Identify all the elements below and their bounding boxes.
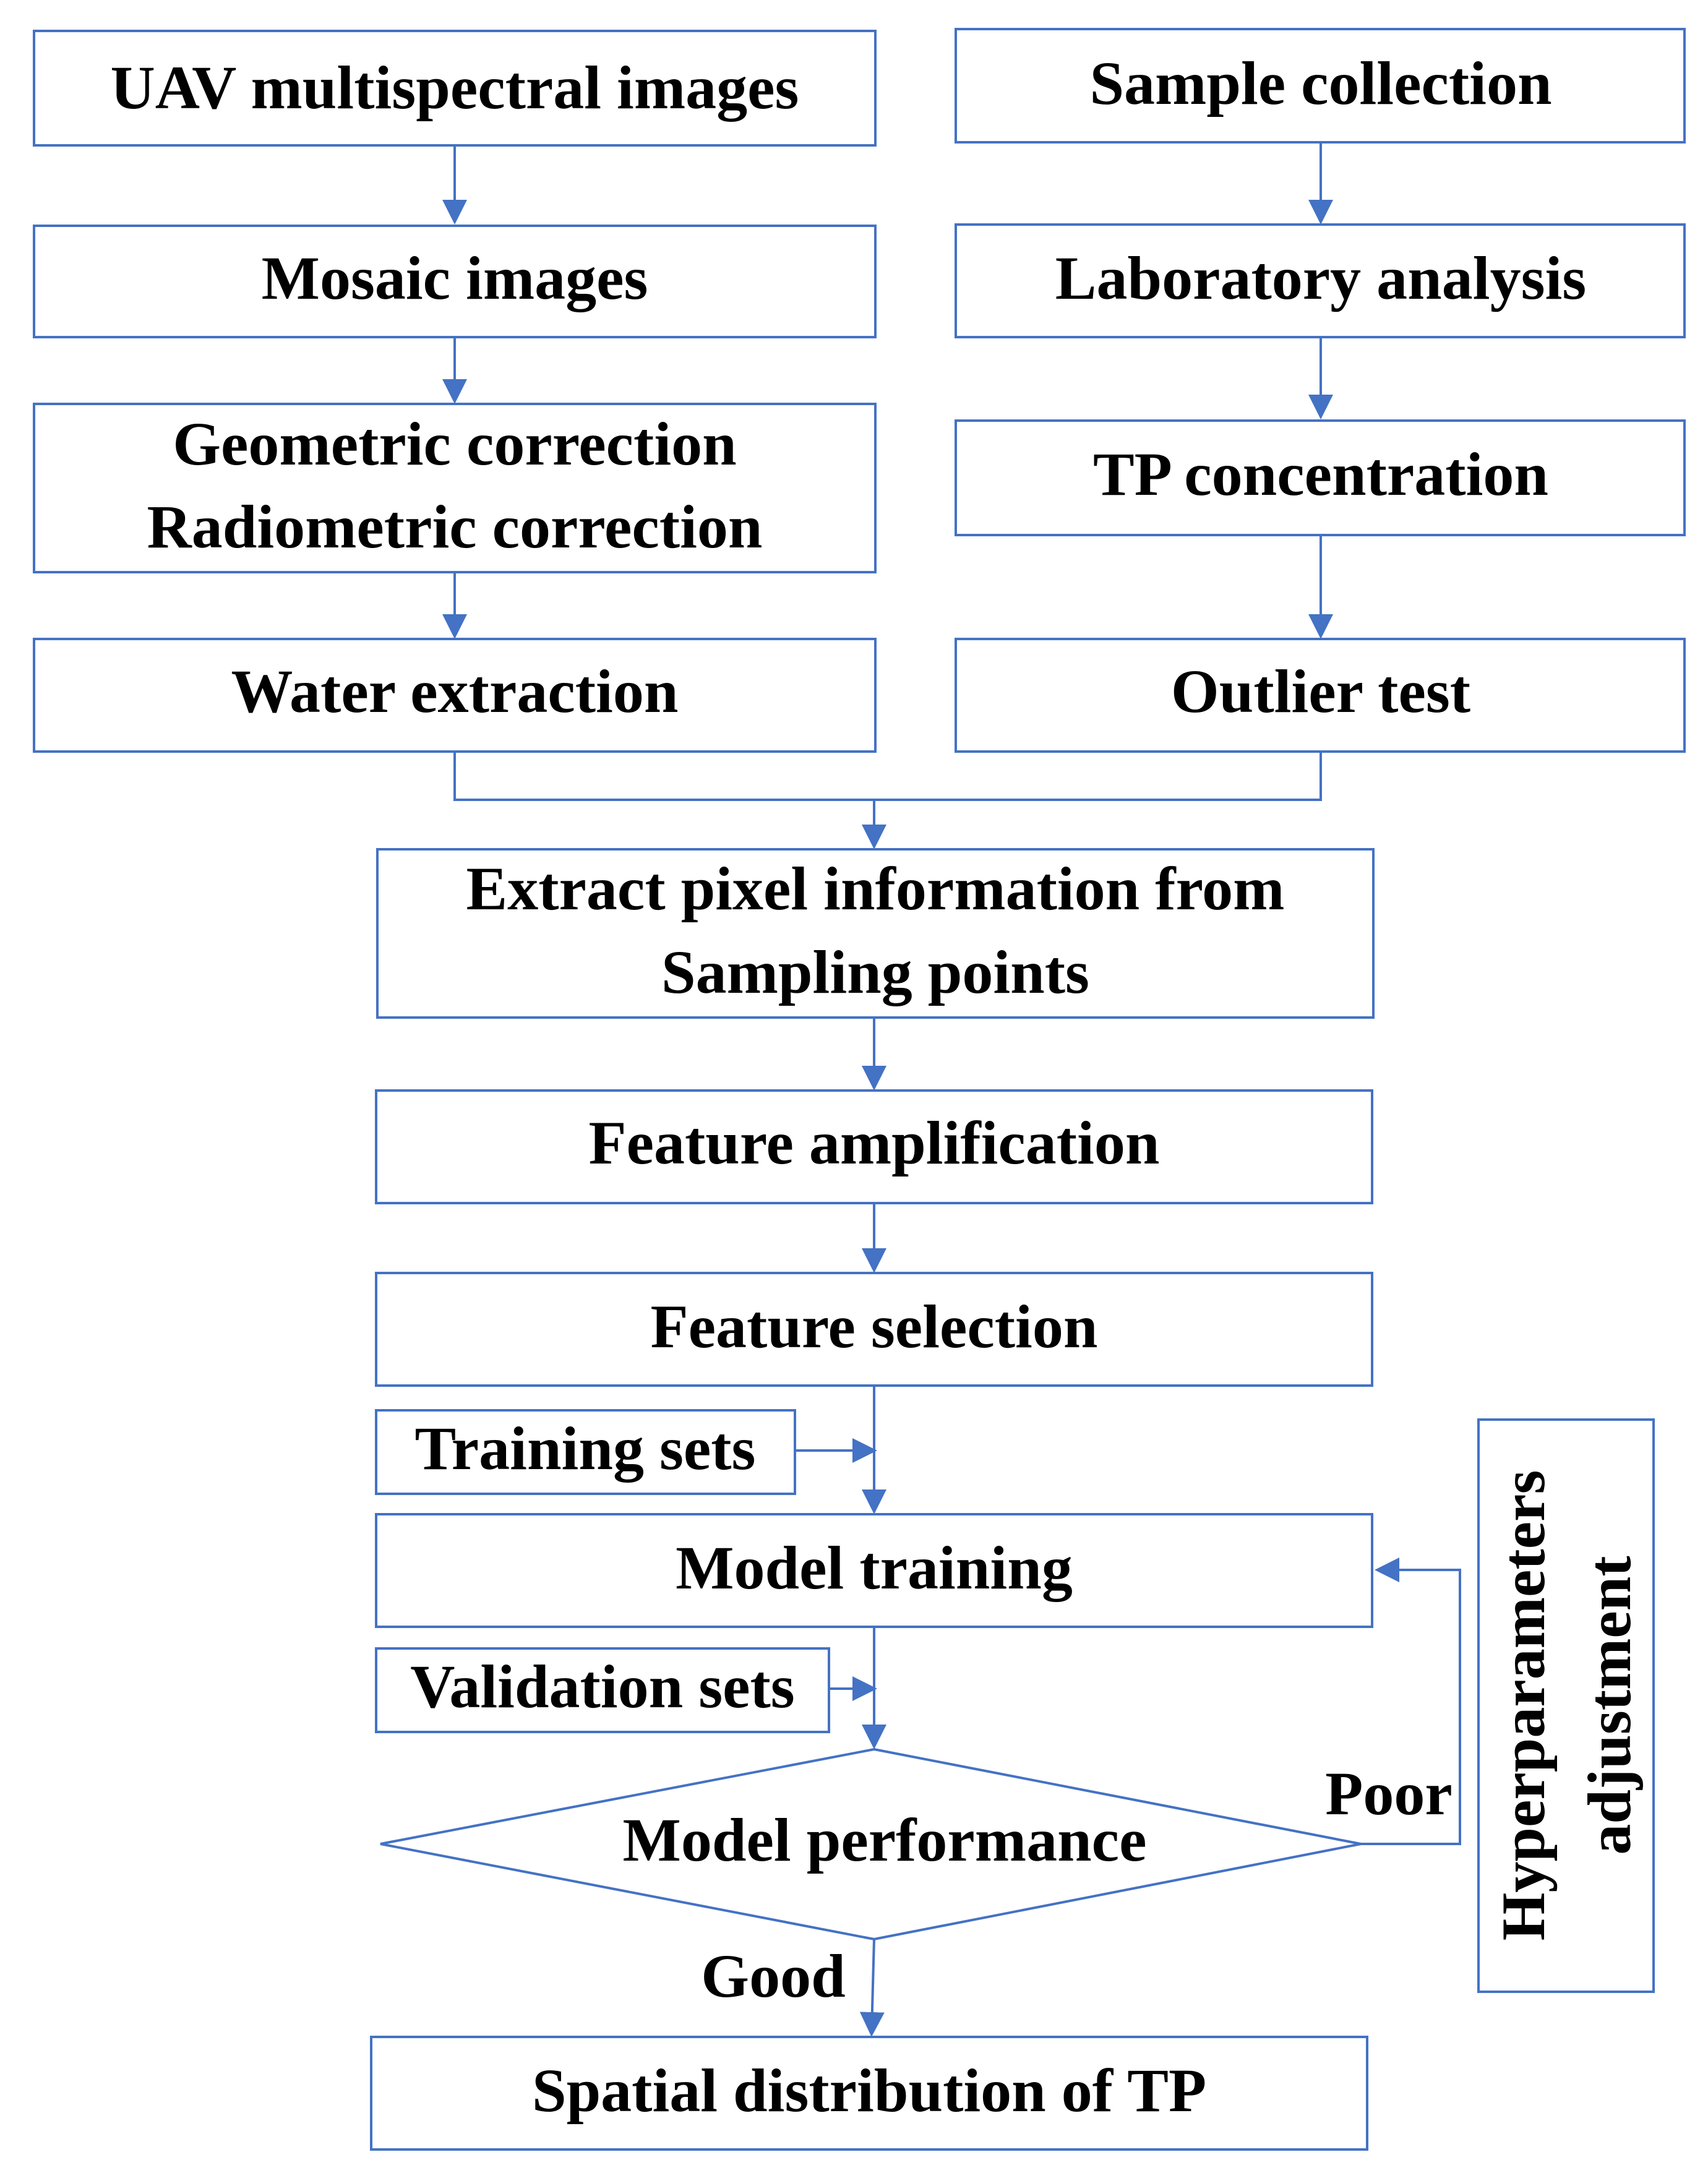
validation-sets-box: Validation sets — [375, 1647, 830, 1733]
extract-pixel-label-line1: Extract pixel information from — [466, 854, 1285, 923]
mosaic-label: Mosaic images — [262, 244, 648, 312]
water-extraction-label: Water extraction — [231, 657, 679, 726]
feature-amplification-label: Feature amplification — [589, 1108, 1160, 1177]
adjustment-label: adjustment — [1575, 1556, 1644, 1854]
hyperparameters-adjustment-box: Hyperparameters adjustment — [1477, 1418, 1655, 1993]
merge-line — [453, 752, 1322, 801]
laboratory-analysis-label: Laboratory analysis — [1055, 244, 1586, 312]
training-sets-label: Training sets — [415, 1414, 756, 1483]
sample-collection-label: Sample collection — [1089, 49, 1551, 118]
model-training-label: Model training — [676, 1533, 1073, 1602]
laboratory-analysis-box: Laboratory analysis — [955, 223, 1686, 338]
feature-amplification-box: Feature amplification — [375, 1089, 1373, 1204]
feature-selection-label: Feature selection — [651, 1292, 1098, 1361]
model-performance-label: Model performance — [623, 1806, 1147, 1874]
feature-selection-box: Feature selection — [375, 1272, 1373, 1387]
water-extraction-box: Water extraction — [33, 638, 877, 753]
model-training-box: Model training — [375, 1513, 1373, 1628]
hyperparameters-label: Hyperparameters — [1489, 1470, 1558, 1941]
outlier-test-label: Outlier test — [1171, 657, 1470, 726]
radiometric-label: Radiometric correction — [147, 492, 763, 561]
arrow-performance-to-spatial — [859, 1939, 885, 2037]
validation-sets-label: Validation sets — [410, 1652, 794, 1721]
model-performance-diamond: Model performance — [380, 1747, 1362, 1941]
training-sets-box: Training sets — [375, 1409, 796, 1495]
tp-concentration-label: TP concentration — [1093, 440, 1548, 508]
uav-images-box: UAV multispectral images — [33, 30, 877, 147]
correction-box: Geometric correction Radiometric correct… — [33, 403, 877, 573]
mosaic-box: Mosaic images — [33, 225, 877, 338]
poor-label: Poor — [1325, 1759, 1452, 1828]
good-label: Good — [701, 1942, 845, 2010]
extract-pixel-box: Extract pixel information from Sampling … — [376, 848, 1375, 1019]
connectors — [442, 142, 1461, 2037]
feedback-loop — [1361, 1558, 1461, 1845]
spatial-distribution-label: Spatial distribution of TP — [532, 2056, 1206, 2125]
sample-collection-box: Sample collection — [955, 28, 1686, 144]
geometric-label: Geometric correction — [173, 409, 737, 478]
uav-images-label: UAV multispectral images — [111, 53, 799, 122]
tp-concentration-box: TP concentration — [955, 419, 1686, 536]
extract-pixel-label-line2: Sampling points — [661, 938, 1089, 1006]
outlier-test-box: Outlier test — [955, 638, 1686, 753]
spatial-distribution-box: Spatial distribution of TP — [370, 2036, 1368, 2151]
